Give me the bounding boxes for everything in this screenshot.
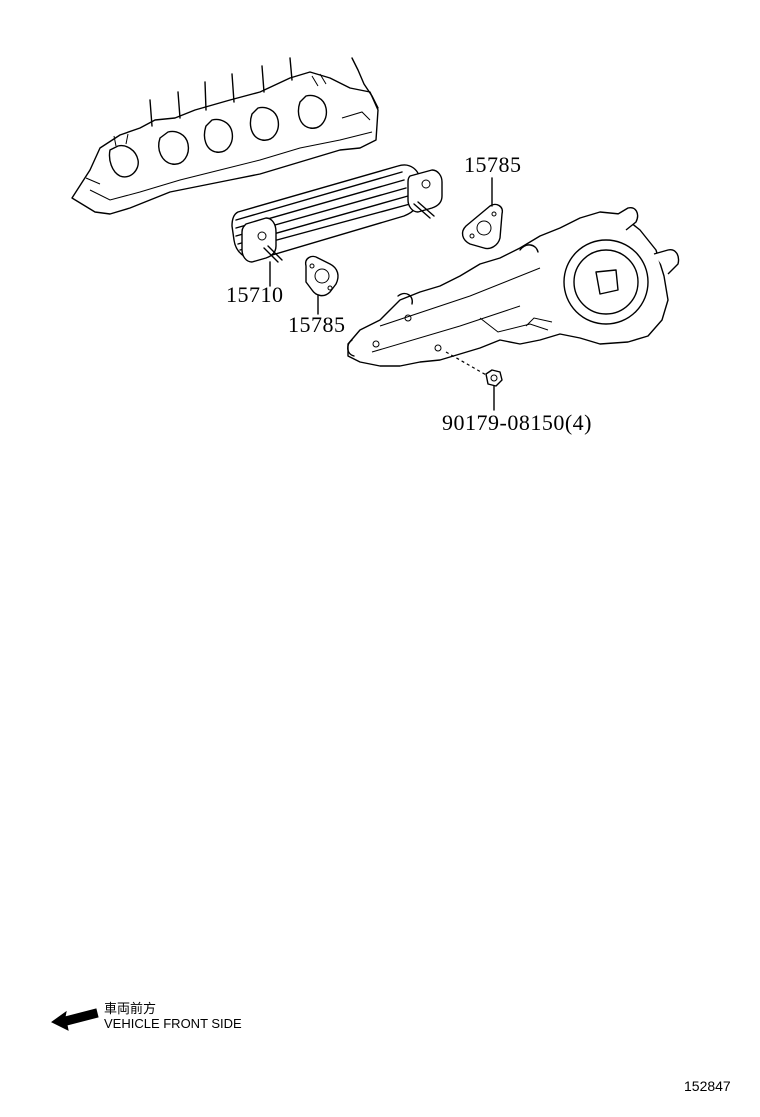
- water-pump-housing-illustration: [347, 207, 680, 377]
- front-side-label-japanese: 車両前方: [104, 1001, 157, 1016]
- part-callout-oil-cooler: 15710: [226, 282, 284, 307]
- arrow-left-icon: [51, 1008, 99, 1031]
- illustration-reference-number: 152847: [684, 1078, 731, 1094]
- gasket-upper-illustration: [461, 203, 504, 250]
- gasket-lower-illustration: [304, 255, 339, 297]
- engine-block-illustration: [71, 57, 379, 215]
- leader-lines: [269, 177, 495, 411]
- oil-cooler-illustration: [231, 164, 443, 263]
- part-callout-gasket-lower: 15785: [288, 312, 346, 337]
- front-side-label: VEHICLE FRONT SIDE: [104, 1016, 242, 1031]
- nut-illustration: [485, 369, 503, 387]
- part-callout-gasket-upper: 15785: [464, 152, 522, 177]
- part-callout-nut: 90179-08150(4): [442, 410, 592, 435]
